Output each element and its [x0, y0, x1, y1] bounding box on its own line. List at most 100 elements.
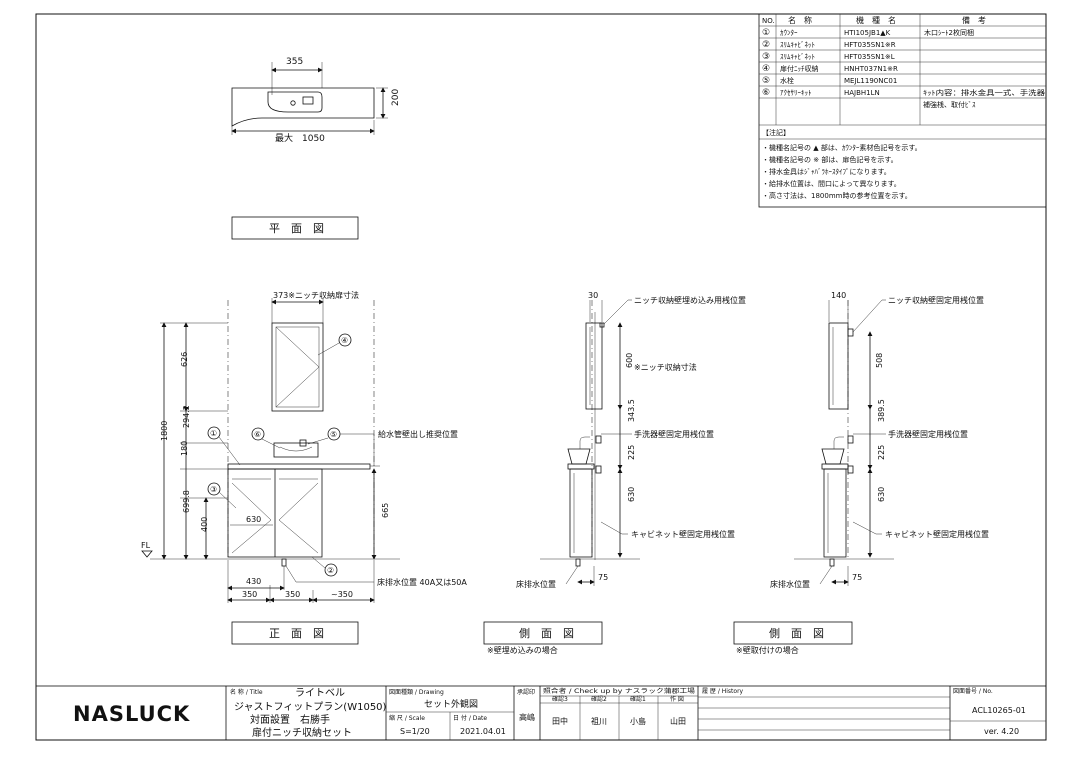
check-caption: 照合者 / Check up by ナスラック蒲郡工場: [543, 687, 695, 695]
side1-view-label: 側 面 図: [519, 627, 574, 640]
check-name: 山田: [670, 716, 686, 726]
plan-view: 355 200 最大 1050 平 面 図: [231, 57, 401, 240]
plan-dim-bottom: 最大 1050: [275, 132, 325, 144]
side2-basin-label: 手洗器壁固定用桟位置: [888, 429, 968, 439]
check-head: 確認2: [591, 695, 607, 703]
parts-table-header-no: NO.: [762, 17, 775, 25]
front-bottom-dim: 430: [246, 577, 261, 586]
front-dim-total: 1800: [160, 421, 169, 441]
side1-dim-600: 600: [625, 353, 634, 368]
note-item: ・高さ寸法は、1800mm時の参考位置を示す。: [762, 191, 912, 200]
parts-row-no: ①: [762, 28, 770, 38]
side2-dim-75: 75: [852, 573, 862, 582]
history-caption: 履 歴 / History: [702, 688, 744, 695]
front-callout-6: ⑥: [254, 430, 261, 439]
date-caption: 日 付 / Date: [453, 714, 487, 722]
title-caption: 名 称 / Title: [230, 688, 263, 696]
front-dim-left: 626: [180, 352, 189, 367]
side2-dim-389: 389.5: [877, 399, 886, 422]
approved-name: 高嶋: [519, 712, 535, 722]
parts-row-remarks-cont: 補強桟、取付ﾋﾞｽ: [923, 100, 976, 109]
parts-table-header-remarks: 備 考: [962, 15, 986, 25]
parts-row-no: ⑥: [762, 88, 770, 98]
scale-caption: 縮 尺 / Scale: [389, 714, 425, 722]
note-item: ・排水金具はｼﾞｬﾊﾞﾗﾎｰｽﾀｲﾌﾟになります。: [762, 167, 891, 176]
parts-row-name: ｽﾘﾑｷｬﾋﾞﾈｯﾄ: [780, 41, 815, 49]
note-item: ・給排水位置は、間口によって異なります。: [762, 179, 901, 188]
side1-dim-225: 225: [627, 445, 636, 460]
front-dim-left: 294.2: [182, 405, 191, 428]
parts-row-model: HFT035SN1※L: [844, 53, 895, 61]
parts-row-name: ｽﾘﾑｷｬﾋﾞﾈｯﾄ: [780, 53, 815, 61]
parts-row-no: ⑤: [762, 76, 770, 86]
drawing-number: ACL10265-01: [972, 706, 1026, 715]
note-item: ・機種名記号の ▲ 部は、ｶｳﾝﾀｰ素材色記号を示す。: [762, 143, 922, 152]
parts-row-model: HFT035SN1※R: [844, 41, 896, 49]
side1-niche-label: ニッチ収納壁埋め込み用桟位置: [634, 295, 746, 305]
side1-dim-75: 75: [598, 573, 608, 582]
side1-dim-343: 343.5: [627, 399, 636, 422]
front-bottom-dim: ~350: [331, 590, 353, 599]
front-view: 373※ニッチ収納扉寸法 ④ ⑥ ⑤ 給水管壁出し推奨位置 ① ③: [141, 290, 467, 645]
front-callout-2: ②: [327, 566, 334, 575]
front-drain-label: 床排水位置 40A又は50A: [377, 577, 467, 587]
side1-basin-label: 手洗器壁固定用桟位置: [634, 429, 714, 439]
title-block: NASLUCK 名 称 / Title ライトベル ジャストフィットプラン(W1…: [35, 685, 1047, 741]
parts-row-name: ｶｳﾝﾀｰ: [780, 29, 798, 37]
front-view-label: 正 面 図: [269, 627, 324, 640]
parts-table-header-model: 機 種 名: [856, 15, 896, 25]
date-value: 2021.04.01: [460, 727, 506, 736]
front-bottom-dim: 350: [242, 590, 257, 599]
side2-dim-225: 225: [877, 445, 886, 460]
check-head: 確認1: [630, 695, 646, 703]
side-view-embedded: 30 ニッチ収納壁埋め込み用桟位置 600 ※ニッチ収納寸法 343.5 手洗器…: [483, 291, 746, 655]
side2-drain-label: 床排水位置: [770, 579, 810, 589]
side2-view-label: 側 面 図: [769, 627, 824, 640]
check-head: 確認3: [552, 695, 568, 703]
check-name: 祖川: [591, 716, 607, 726]
front-callout-3: ③: [210, 485, 217, 494]
parts-row-name: ｱｸｾｻﾘｰｷｯﾄ: [780, 89, 812, 97]
parts-row-model: MEJL1190NC01: [844, 77, 897, 85]
side1-top-dim: 30: [588, 291, 598, 300]
side-view-wall-mounted: 140 ニッチ収納壁固定用桟位置 508 389.5 手洗器壁固定用桟位置 22…: [733, 291, 989, 655]
side2-niche-label: ニッチ収納壁固定用桟位置: [888, 295, 984, 305]
approved-caption: 承認印: [517, 688, 535, 696]
title-line1: ライトベル: [295, 687, 345, 699]
plan-dim-side: 200: [391, 89, 401, 106]
side1-niche-size: ※ニッチ収納寸法: [634, 362, 697, 372]
side2-top-dim: 140: [831, 291, 846, 300]
title-line3: 対面設置 右勝手: [250, 713, 330, 726]
front-dim-left: 180: [180, 441, 189, 456]
drawing-no-caption: 図面番号 / No.: [953, 688, 993, 695]
side2-cabinet-label: キャビネット壁固定用桟位置: [885, 529, 989, 539]
note-item: ・機種名記号の ※ 部は、扉色記号を示す。: [762, 155, 898, 164]
parts-row-remarks: ｷｯﾄ内容：排水金具一式、手洗器: [923, 88, 1045, 97]
parts-row-model: HTI105JB1▲K: [844, 29, 891, 37]
title-line4: 扉付ニッチ収納セット: [252, 726, 352, 739]
check-name: 田中: [552, 716, 568, 726]
front-callout-4: ④: [341, 336, 348, 345]
parts-row-remarks: 木口ｼｰﾄ2枚同梱: [924, 28, 974, 37]
nasluck-logo: NASLUCK: [73, 702, 190, 726]
side2-dim-630: 630: [877, 487, 886, 502]
notes-title: 【注記】: [762, 128, 790, 137]
check-head: 作 図: [670, 695, 684, 703]
plan-view-label: 平 面 図: [269, 222, 324, 235]
parts-row-name: 水栓: [780, 76, 794, 85]
side1-note: ※壁埋め込みの場合: [487, 645, 558, 655]
front-callout-1: ①: [210, 429, 217, 438]
side1-dim-630: 630: [627, 487, 636, 502]
side1-cabinet-label: キャビネット壁固定用桟位置: [631, 529, 735, 539]
parts-table: NO. 名 称 機 種 名 備 考 ① ｶｳﾝﾀｰ HTI105JB1▲K 木口…: [758, 13, 1047, 208]
drawing-version: ver. 4.20: [984, 727, 1019, 736]
title-line2: ジャストフィットプラン(W1050): [234, 701, 387, 713]
parts-row-name: 扉付ﾆｯﾁ収納: [780, 64, 819, 73]
side2-note: ※壁取付けの場合: [736, 645, 799, 655]
parts-table-header-name: 名 称: [788, 15, 812, 25]
parts-row-model: HAJBH1LN: [844, 89, 880, 97]
drawing-caption: 図面種類 / Drawing: [389, 688, 444, 696]
parts-row-model: HNHT037N1※R: [844, 65, 898, 73]
front-dim-630: 630: [246, 515, 261, 524]
front-dim-left: 699.8: [182, 490, 191, 513]
